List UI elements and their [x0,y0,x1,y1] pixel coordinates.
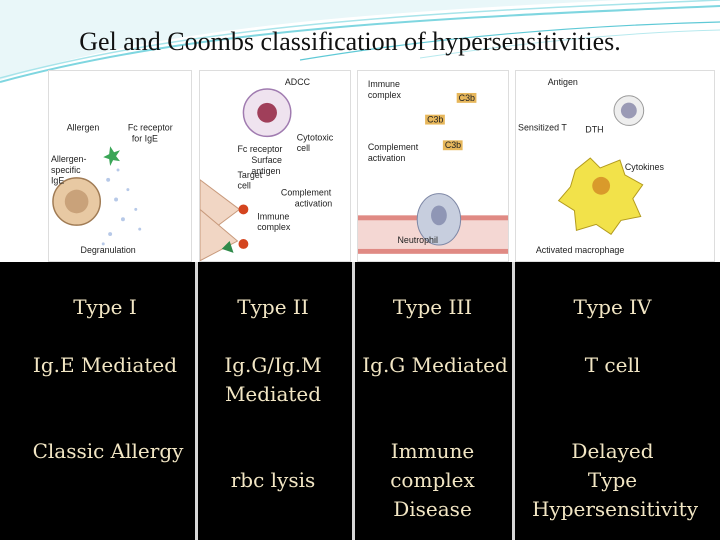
label-allergen-specific: Allergen- [51,154,87,164]
column-divider-1 [195,262,198,540]
label-complement-activation: activation [295,198,333,208]
type2-example: rbc lysis [230,468,316,492]
label-neutrophil: Neutrophil [397,235,437,245]
type2-mechanism-line2: Mediated [224,382,322,406]
label-allergen: Allergen [67,123,100,133]
label-immune-complex-2: complex [368,90,402,100]
type1-example: Classic Allergy [32,439,184,463]
type4-mechanism: T cell [584,353,641,377]
type3-example-line2: complex [390,468,475,492]
page-title: Gel and Coombs classification of hyperse… [79,27,621,56]
label-cytokines: Cytokines [625,162,665,172]
type1-mechanism: Ig.E Mediated [32,353,178,377]
type4-illustration: Antigen Sensitized T DTH Cytokines Activ… [515,70,715,262]
label-complement-3: Complement [368,142,419,152]
label-c3b-2: C3b [427,115,443,125]
label-complement: Complement [281,188,332,198]
label-adcc: ADCC [285,77,311,87]
type3-example-line1: Immune [390,439,475,463]
label-antigen-4: Antigen [548,77,578,87]
type4-example-line3: Hypersensitivity [531,497,699,521]
type2-mechanism-line1: Ig.G/Ig.M [224,353,322,377]
type2-illustration: ADCC Cytotoxic cell Fc receptor Surface … [199,70,351,262]
label-activation-3: activation [368,153,406,163]
column-divider-3 [512,262,515,540]
label-specific: specific [51,165,81,175]
label-immune-complex-1: Immune [368,79,400,89]
type4-example-line2: Type [587,468,638,492]
label-immune: Immune [257,211,289,221]
classification-table [0,262,720,540]
label-sensitized: Sensitized T [518,122,567,132]
label-ige: IgE [51,176,64,186]
label-fc-receptor: Fc receptor [128,123,173,133]
type1-heading: Type I [73,295,137,319]
type3-heading: Type III [392,295,473,319]
label-target-cell: cell [238,181,251,191]
column-divider-2 [352,262,355,540]
type3-illustration: C3b C3b C3b Immune complex Complement ac… [357,70,509,262]
label-c3b-1: C3b [459,93,475,103]
label-target: Target [238,170,263,180]
label-activated-macrophage: Activated macrophage [536,245,625,255]
type3-example-line3: Disease [393,497,472,521]
type4-example-line1: Delayed [571,439,654,463]
label-cytotoxic: Cytotoxic [297,132,334,142]
label-cytotoxic-cell: cell [297,143,310,153]
label-dth: DTH [585,124,603,134]
label-for-ige: for IgE [132,133,158,143]
label-c3b-3: C3b [445,140,461,150]
label-degranulation: Degranulation [81,245,136,255]
label-complex: complex [257,222,291,232]
label-surface: Surface [251,155,282,165]
type3-mechanism: Ig.G Mediated [362,353,508,377]
label-fc-receptor-2: Fc receptor [238,144,283,154]
header-swoosh-decoration [0,0,720,83]
type2-heading: Type II [237,295,309,319]
type1-illustration: Allergen Fc receptor for IgE Allergen- s… [48,70,192,262]
type4-heading: Type IV [573,295,652,319]
label-antigen: antigen [251,166,280,176]
